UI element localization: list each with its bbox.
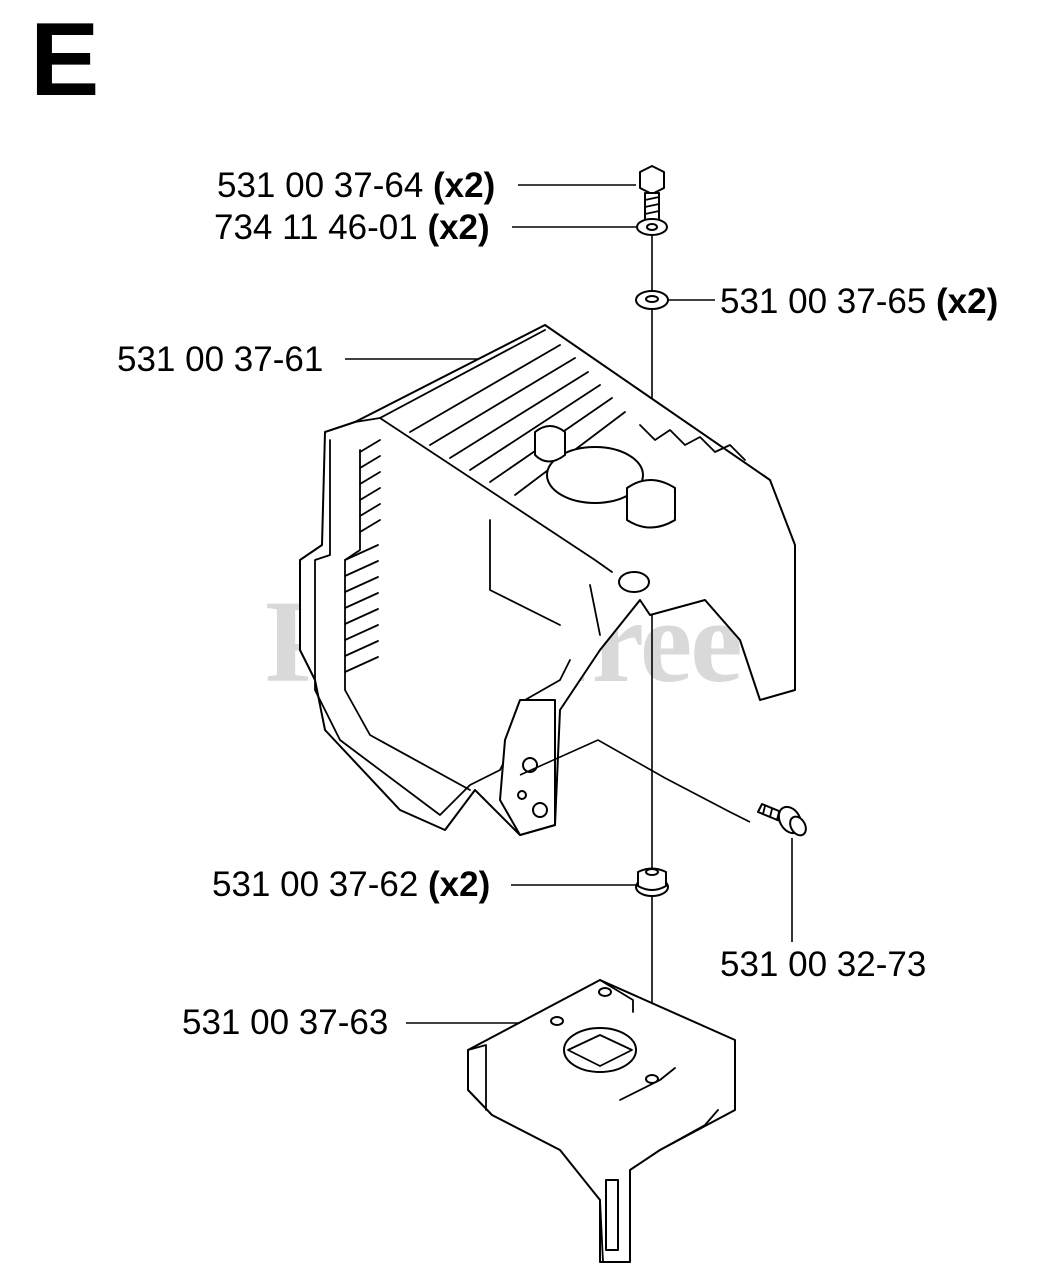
- washer-part[interactable]: [636, 218, 668, 236]
- callout-label[interactable]: 734 11 46-01 (x2): [214, 210, 490, 245]
- callout-label[interactable]: 531 00 37-64 (x2): [217, 168, 495, 203]
- part-number: 531 00 32-73: [720, 945, 927, 984]
- quantity: (x2): [433, 166, 496, 205]
- callout-label[interactable]: 531 00 37-65 (x2): [720, 284, 998, 319]
- quantity: (x2): [936, 282, 999, 321]
- screw-part[interactable]: [757, 803, 809, 838]
- cylinder-opening: [546, 446, 644, 504]
- callout-label[interactable]: 531 00 32-73: [720, 947, 926, 982]
- callout-label[interactable]: 531 00 37-63: [182, 1005, 388, 1040]
- spacer-washer-part[interactable]: [635, 290, 669, 310]
- cooling-slots: [344, 439, 381, 673]
- section-letter: E: [30, 2, 100, 118]
- quantity: (x2): [428, 865, 491, 904]
- bolt-part[interactable]: [639, 165, 665, 224]
- part-number: 734 11 46-01: [214, 208, 418, 247]
- quantity: (x2): [427, 208, 490, 247]
- part-number: 531 00 37-61: [117, 340, 324, 379]
- callout-label[interactable]: 531 00 37-61: [117, 342, 323, 377]
- sleeve-spacer-part[interactable]: [635, 867, 669, 897]
- screw-alignment-line: [519, 739, 751, 823]
- mounting-bracket-part[interactable]: [467, 979, 736, 1263]
- part-number: 531 00 37-64: [217, 166, 424, 205]
- part-number: 531 00 37-65: [720, 282, 927, 321]
- callout-label[interactable]: 531 00 37-62 (x2): [212, 867, 490, 902]
- part-number: 531 00 37-63: [182, 1003, 389, 1042]
- part-number: 531 00 37-62: [212, 865, 419, 904]
- cylinder-cover-part[interactable]: [299, 324, 796, 836]
